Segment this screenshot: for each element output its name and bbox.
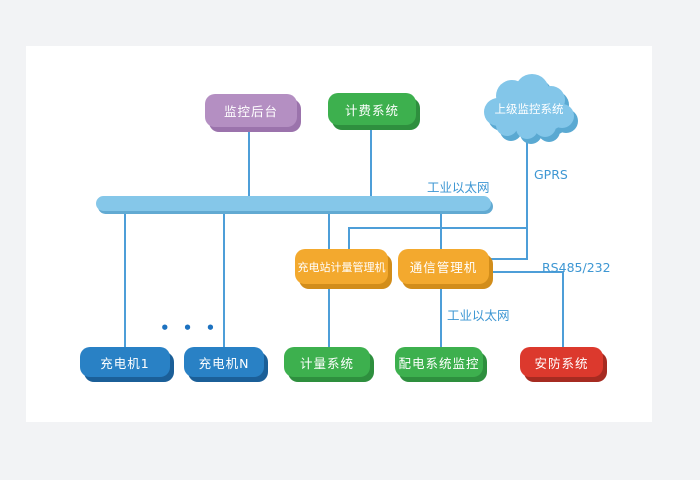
label-gprs: GPRS <box>534 167 568 182</box>
node-monitor-backend: 监控后台 <box>205 94 297 127</box>
node-charger-n: 充电机N <box>184 347 264 377</box>
ethernet-bus-bar <box>96 196 491 211</box>
connector-line-gprs <box>526 140 528 260</box>
node-billing-system: 计费系统 <box>328 93 416 125</box>
connector-line-rs485 <box>489 271 564 273</box>
connector-line <box>328 284 330 347</box>
connector-line <box>328 210 330 249</box>
node-comm-manager: 通信管理机 <box>398 249 489 284</box>
cloud-body <box>484 74 574 139</box>
label-rs485-232: RS485/232 <box>542 260 611 275</box>
connector-line <box>440 210 442 249</box>
node-metering-manager: 充电站计量管理机 <box>295 249 388 284</box>
label-industrial-ethernet-top: 工业以太网 <box>427 180 490 195</box>
node-distribution-monitor: 配电系统监控 <box>395 347 483 377</box>
connector-line <box>223 210 225 347</box>
ellipsis-dots-icon: • • • <box>160 319 220 337</box>
connector-line-ethernet-mid <box>440 284 442 347</box>
connector-line-rs485 <box>562 271 564 347</box>
node-upper-monitor-system: 上级监控系统 <box>495 102 564 116</box>
cloud-icon: 上级监控系统 <box>484 74 578 144</box>
connector-line <box>370 125 372 196</box>
node-charger-1: 充电机1 <box>80 347 170 377</box>
label-industrial-ethernet-mid: 工业以太网 <box>447 308 510 323</box>
node-security-system: 安防系统 <box>520 347 603 377</box>
connector-line <box>348 227 350 249</box>
connector-line <box>248 127 250 196</box>
node-metering-system: 计量系统 <box>284 347 370 377</box>
connector-line <box>124 210 126 347</box>
connector-line <box>489 258 528 260</box>
connector-line <box>348 227 528 229</box>
